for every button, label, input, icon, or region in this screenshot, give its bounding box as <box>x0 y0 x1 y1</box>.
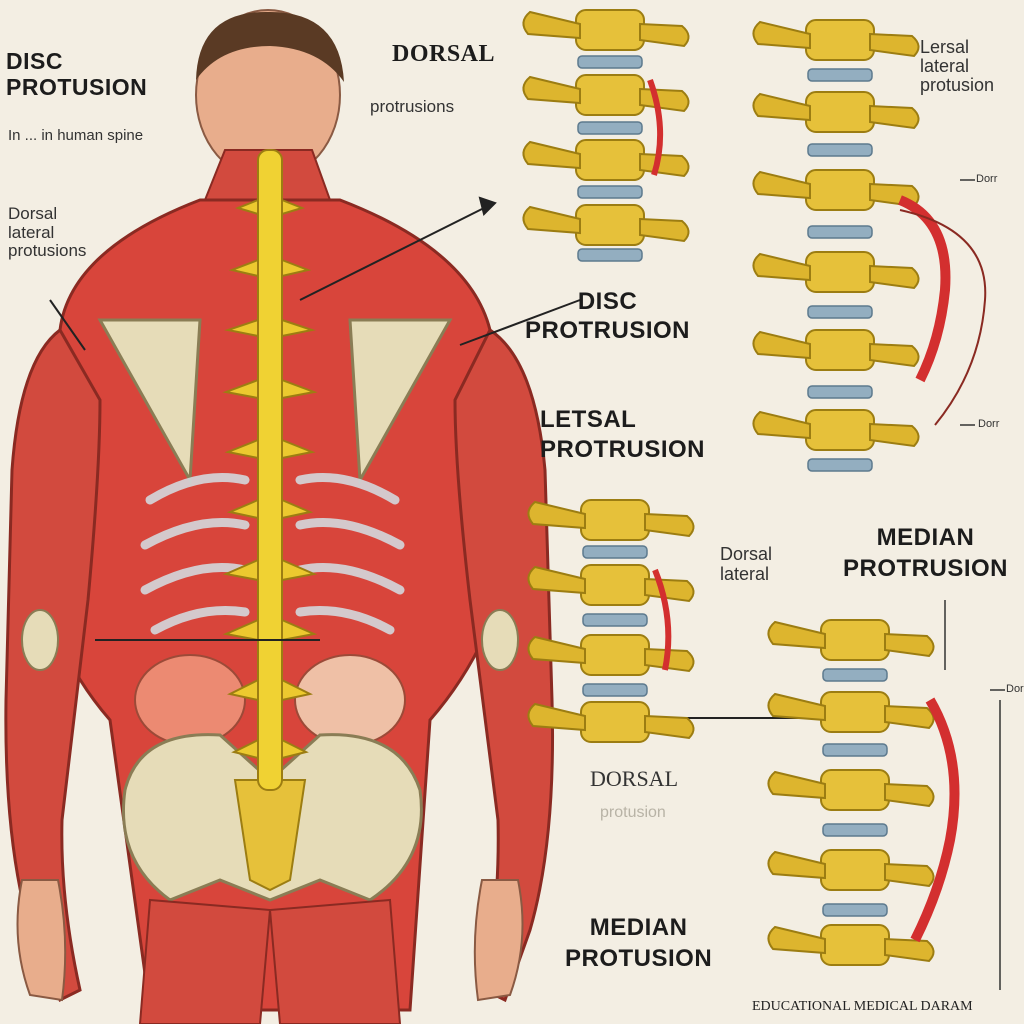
label-letsal-protrusion: LETSAL PROTRUSION <box>540 406 706 463</box>
label-lersal-lateral: Lersal lateral protusion <box>920 37 995 95</box>
label-protusion-faint: protusion <box>600 804 666 821</box>
spine-column <box>222 149 318 791</box>
tick-label-3: Dorr <box>1006 683 1024 695</box>
spine-inset-bottom <box>767 619 960 966</box>
subtitle-human-spine: In ... in human spine <box>8 127 144 144</box>
label-disc-protrusion-mid: DISC PROTRUSION <box>525 288 691 344</box>
title-disc-protusion: DISC PROTUSION <box>6 48 148 101</box>
label-dorsal-top: DORSAL <box>392 41 496 67</box>
label-dorsal-lateral-mid: Dorsal lateral <box>720 544 773 584</box>
tick-label-2: Dorr <box>978 418 1000 430</box>
spine-inset-middle <box>527 499 695 743</box>
tick-label-1: Dorr <box>976 173 998 185</box>
label-median-protrusion-right: MEDIAN PROTRUSION <box>843 524 1009 583</box>
footer-caption: EDUCATIONAL MEDICAL DARAM <box>752 999 973 1014</box>
label-median-protusion-bottom: MEDIAN PROTUSION <box>565 914 713 973</box>
spine-inset-top <box>522 9 690 262</box>
spine-inset-right <box>752 19 987 472</box>
label-protrusions-top: protrusions <box>370 97 455 116</box>
label-dorsal-bottom: DORSAL <box>590 766 679 791</box>
back-figure <box>4 9 555 1024</box>
label-dorsal-lateral-left: Dorsal lateral protusions <box>8 204 87 261</box>
